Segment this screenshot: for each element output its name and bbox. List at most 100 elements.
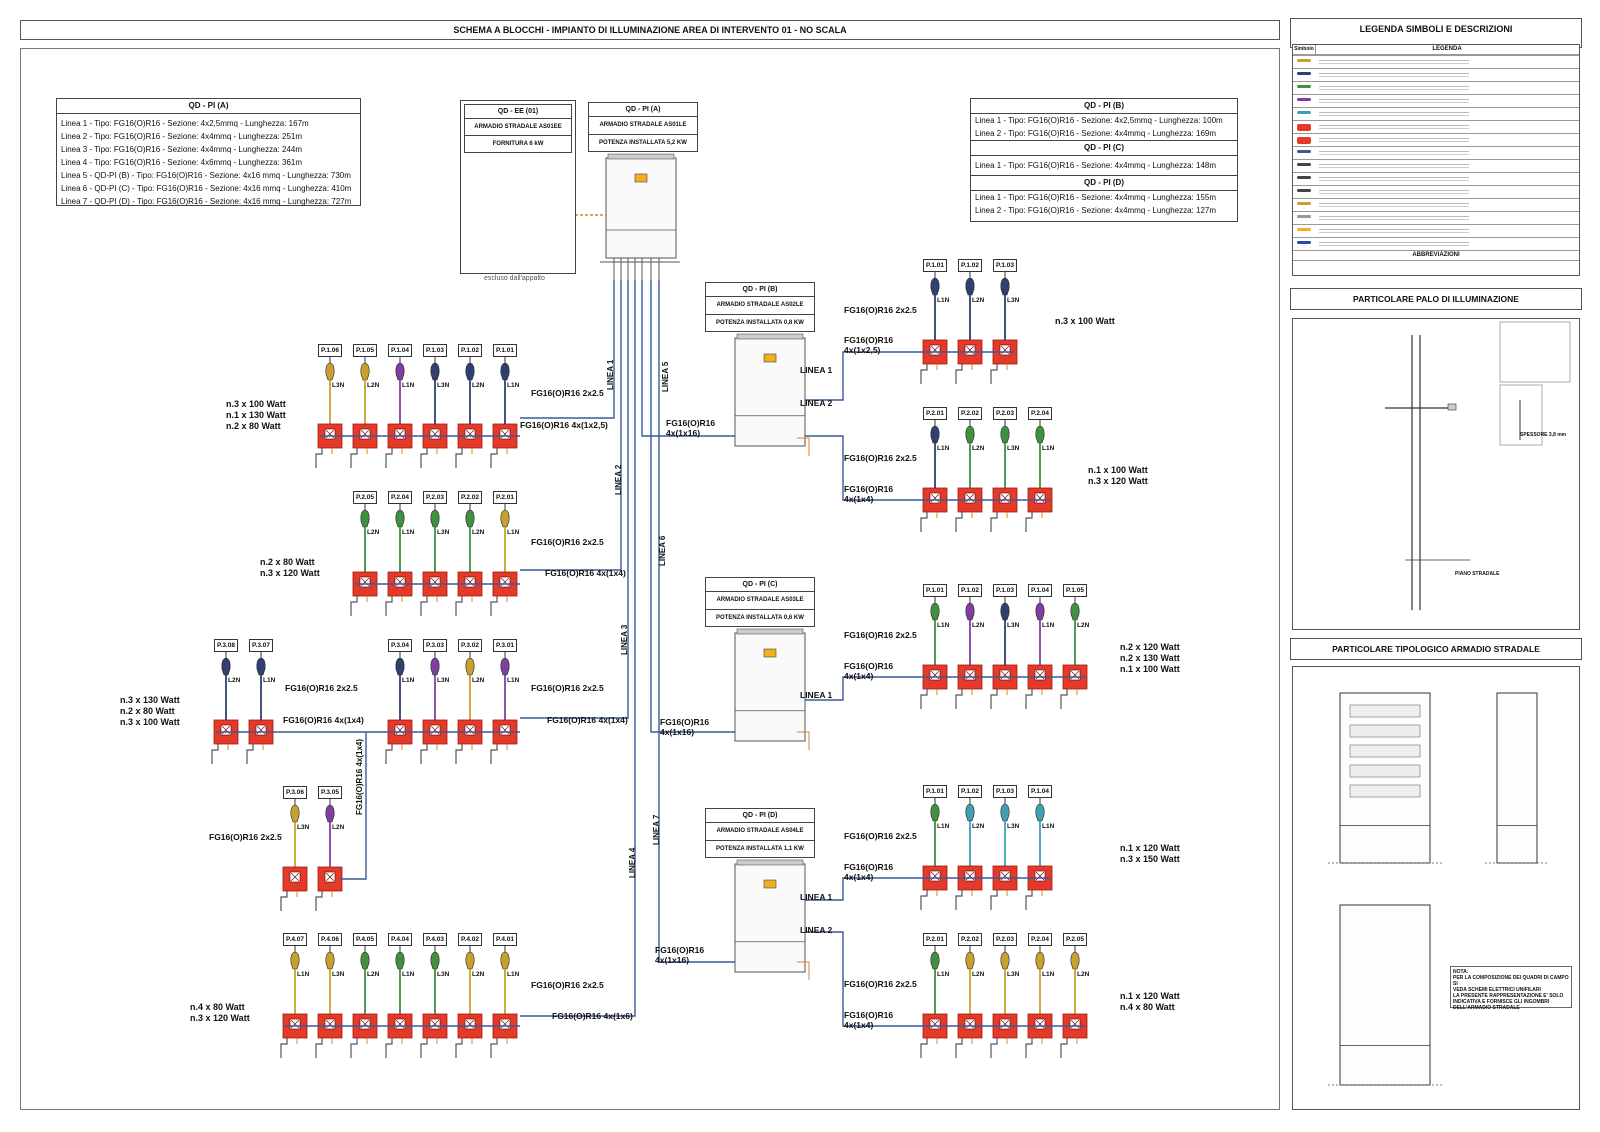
- power-summary: n.3 x 100 Watt: [1055, 316, 1115, 326]
- pole-stub: [280, 891, 288, 911]
- cable-d2-c25: FG16(O)R16 2x2.5: [844, 979, 917, 989]
- pole-label: P.3.08: [214, 639, 238, 652]
- legend-row: [1293, 133, 1579, 147]
- legend-symbol: [1297, 111, 1311, 114]
- qdpid-linea2: LINEA 2: [800, 925, 833, 935]
- legend-symbol: [1297, 228, 1311, 231]
- cable-d1-fg16: FG16(O)R16: [844, 862, 894, 872]
- phase-label: L1N: [507, 529, 520, 536]
- legend-row: [1293, 172, 1579, 186]
- pole-stub: [490, 448, 498, 468]
- phase-label: L1N: [402, 971, 415, 978]
- abbreviations-title: ABBREVIAZIONI: [1293, 250, 1579, 261]
- legend-symbol: [1297, 189, 1311, 192]
- pole-stub: [385, 448, 393, 468]
- legend-row: [1293, 224, 1579, 238]
- pole-stub: [955, 689, 963, 709]
- pole-label: P.1.04: [388, 344, 412, 357]
- legend-text: [1319, 99, 1469, 100]
- pole-label: P.1.03: [993, 785, 1017, 798]
- qdpia-cabinet-indicator: [634, 173, 648, 183]
- pole-stub: [990, 512, 998, 532]
- armadio-front: [1339, 692, 1431, 864]
- lamp-head-icon: [930, 425, 940, 444]
- qdee-line1: ARMADIO STRADALE AS01EE: [465, 119, 571, 136]
- pole-label: P.1.05: [1063, 584, 1087, 597]
- qdpib-line2: POTENZA INSTALLATA 0,8 KW: [716, 320, 804, 326]
- pole-stub: [1060, 689, 1068, 709]
- pole-stub: [990, 890, 998, 910]
- armadio-module: [1349, 764, 1421, 778]
- lamp-head-icon: [430, 951, 440, 970]
- pole-label: P.3.06: [283, 786, 307, 799]
- cable-c1-x: 4x(1x4): [844, 671, 874, 681]
- phase-label: L3N: [437, 971, 450, 978]
- pole-stub: [211, 744, 219, 764]
- cable-l7-fg16: FG16(O)R16: [655, 945, 705, 955]
- legend-row: [1293, 159, 1579, 173]
- legend-text: [1319, 60, 1469, 61]
- qdpic-table-header: QD - PI (C): [971, 141, 1237, 156]
- linea-3-cable: [520, 280, 629, 719]
- cable-d2-fg16: FG16(O)R16: [844, 1010, 894, 1020]
- phase-label: L1N: [402, 529, 415, 536]
- pole-label: P.1.01: [493, 344, 517, 357]
- pole-stub: [920, 512, 928, 532]
- pole-label: P.2.03: [993, 933, 1017, 946]
- diagram-title: SCHEMA A BLOCCHI - IMPIANTO DI ILLUMINAZ…: [20, 20, 1280, 40]
- pole-stub: [490, 744, 498, 764]
- linea-7-cable: [658, 280, 740, 963]
- pole-label: P.1.02: [958, 785, 982, 798]
- pole-label: P.1.01: [923, 785, 947, 798]
- linea-6-label: LINEA 6: [658, 535, 667, 566]
- legend-text: [1319, 73, 1469, 74]
- pole-stub: [385, 596, 393, 616]
- legend-text: [1319, 86, 1469, 87]
- lamp-head-icon: [1000, 951, 1010, 970]
- lamp-head-icon: [965, 602, 975, 621]
- pole-label: P.3.02: [458, 639, 482, 652]
- pole-stub: [1025, 512, 1033, 532]
- group-d1-bus: [805, 877, 1050, 901]
- lamp-head-icon: [465, 509, 475, 528]
- legend-symbol: [1297, 98, 1311, 101]
- legend-symbol: [1297, 59, 1311, 62]
- nota-line: PER LA COMPOSIZIONE DEI QUADRI DI CAMPO …: [1453, 975, 1569, 987]
- phase-label: L1N: [937, 297, 950, 304]
- lamp-head-icon: [930, 803, 940, 822]
- palo-piano: PIANO STRADALE: [1455, 571, 1500, 577]
- legend-row: [1293, 185, 1579, 199]
- armadio-module: [1349, 724, 1421, 738]
- pole-label: P.2.02: [958, 933, 982, 946]
- legend-col-legend: LEGENDA: [1315, 45, 1579, 55]
- legend-text: [1319, 125, 1469, 126]
- pole-stub: [990, 1038, 998, 1058]
- pole-stub: [385, 1038, 393, 1058]
- power-summary: n.1 x 130 Watt: [226, 410, 286, 420]
- lamp-head-icon: [430, 657, 440, 676]
- phase-label: L2N: [1077, 971, 1090, 978]
- qdpia-line1: ARMADIO STRADALE AS01LE: [589, 117, 697, 135]
- lamp-head-icon: [360, 951, 370, 970]
- pole-stub: [490, 596, 498, 616]
- lamp-head-icon: [1035, 602, 1045, 621]
- qdpib-earth: [797, 437, 810, 456]
- pole-stub: [385, 744, 393, 764]
- linea-3-label: LINEA 3: [620, 624, 629, 655]
- lamp-head-icon: [965, 277, 975, 296]
- linea-5-cable: [641, 280, 740, 437]
- cable-d1-c25: FG16(O)R16 2x2.5: [844, 831, 917, 841]
- pole-label: P.1.05: [353, 344, 377, 357]
- lamp-head-icon: [325, 362, 335, 381]
- palo-spessore: SPESSORE 3,8 mm: [1520, 432, 1567, 438]
- qdpib-row: Linea 1 - Tipo: FG16(O)R16 - Sezione: 4x…: [975, 116, 1223, 125]
- pole-label: P.2.03: [423, 491, 447, 504]
- cable-a3-left: FG16(O)R16 4x(1x4): [283, 715, 364, 725]
- phase-label: L2N: [367, 971, 380, 978]
- cable-l5-x16: 4x(1x16): [666, 428, 701, 438]
- cable-a1-main: FG16(O)R16 4x(1x2,5): [520, 420, 608, 430]
- phase-label: L1N: [507, 382, 520, 389]
- legend-symbol: [1297, 150, 1311, 153]
- lamp-head-icon: [430, 509, 440, 528]
- lamp-head-icon: [965, 951, 975, 970]
